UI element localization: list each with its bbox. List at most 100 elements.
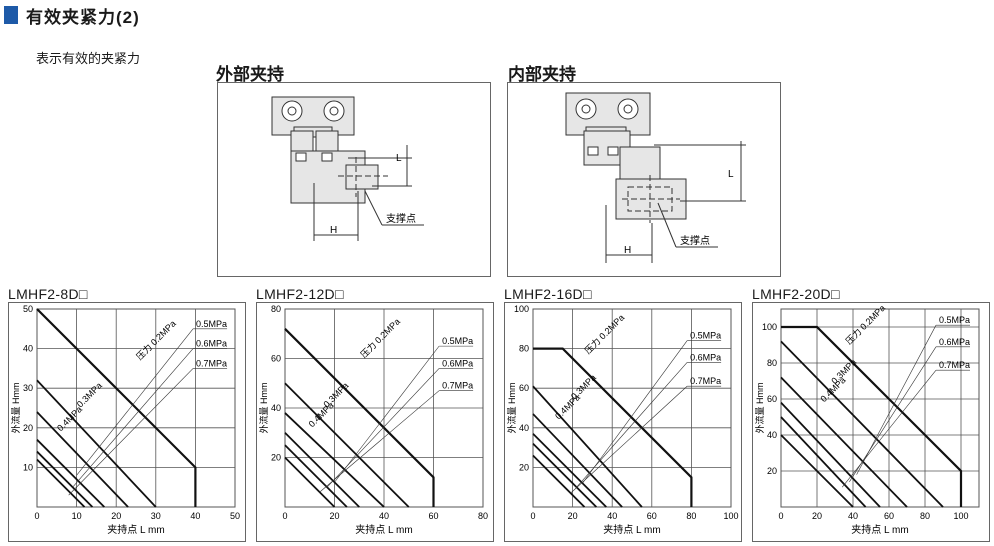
x-tick-label: 0 (778, 511, 783, 521)
x-tick-label: 100 (953, 511, 968, 521)
series-line-1 (533, 347, 693, 507)
y-tick-label: 20 (767, 466, 777, 476)
series-line-6 (532, 454, 586, 508)
callout-leader (326, 368, 440, 488)
y-axis-label: 外流量 Hmm (258, 383, 269, 434)
series-line-4 (284, 432, 360, 508)
y-tick-label: 20 (271, 453, 281, 463)
callout-label: 0.6MPa (196, 339, 227, 349)
callout-leader (319, 390, 440, 493)
plot-frame (36, 308, 236, 508)
y-tick-label: 40 (519, 423, 529, 433)
series-label: 压力 0.2MPa (582, 312, 626, 356)
x-tick-label: 60 (647, 511, 657, 521)
x-tick-label: 100 (723, 511, 738, 521)
x-tick-label: 20 (812, 511, 822, 521)
series-line-2 (532, 385, 643, 508)
y-axis-label: 外流量 Hmm (10, 383, 21, 434)
page-title: 有效夹紧力(2) (26, 7, 140, 27)
y-tick-label: 60 (271, 354, 281, 364)
y-tick-label: 80 (519, 344, 529, 354)
series-line-4 (36, 439, 105, 508)
series-label: 0.3MPa (75, 380, 104, 409)
series-line-3 (780, 376, 908, 508)
y-tick-label: 40 (271, 403, 281, 413)
callout-leader (849, 346, 937, 482)
series-line-3 (36, 411, 129, 508)
x-tick-label: 40 (190, 511, 200, 521)
series-line-2 (780, 340, 944, 508)
diagram-internal-label-support: 支撑点 (680, 234, 710, 247)
x-tick-label: 20 (568, 511, 578, 521)
series-label: 压力 0.2MPa (358, 316, 402, 360)
series-line-1 (36, 308, 197, 507)
y-tick-label: 60 (519, 383, 529, 393)
x-tick-label: 20 (329, 511, 339, 521)
chart-title-8d: LMHF2-8D□ (8, 286, 88, 302)
series-line-2 (36, 379, 157, 508)
plot-frame (532, 308, 732, 508)
series-line-3 (284, 412, 385, 508)
series-line-2 (284, 382, 410, 508)
y-tick-label: 80 (767, 358, 777, 368)
y-tick-label: 100 (762, 322, 777, 332)
page-subtitle: 表示有效的夹紧力 (36, 51, 141, 66)
y-tick-label: 80 (271, 304, 281, 314)
y-tick-label: 100 (514, 304, 529, 314)
series-line-5 (780, 416, 867, 508)
series-label: 压力 0.2MPa (843, 303, 887, 346)
diagram-external-label-h: H (330, 225, 337, 236)
series-line-3 (532, 413, 623, 508)
y-tick-label: 20 (23, 423, 33, 433)
diagram-internal-drawing: L H 支撑点 (565, 92, 746, 263)
chart-title-20d: LMHF2-20D□ (752, 286, 840, 302)
diagram-title-external: 外部夹持 (216, 65, 284, 84)
y-tick-label: 40 (23, 344, 33, 354)
series-label: 0.4MPa (55, 404, 84, 433)
y-axis-label: 外流量 Hmm (754, 383, 765, 434)
x-tick-label: 50 (230, 511, 240, 521)
x-tick-label: 60 (884, 511, 894, 521)
y-tick-label: 20 (519, 462, 529, 472)
series-line-6 (36, 458, 86, 508)
x-tick-label: 0 (282, 511, 287, 521)
y-axis-label: 外流量 Hmm (506, 383, 517, 434)
series-line-4 (532, 433, 607, 508)
callout-label: 0.5MPa (442, 336, 473, 346)
x-axis-label: 夹持点 L mm (603, 523, 660, 536)
x-tick-label: 0 (34, 511, 39, 521)
callout-label: 0.5MPa (690, 331, 721, 341)
callout-label: 0.6MPa (690, 352, 721, 362)
series-label: 0.4MPa (553, 392, 582, 421)
series-line-5 (36, 450, 94, 508)
series-line-5 (284, 444, 348, 508)
callout-label: 0.5MPa (196, 319, 227, 329)
callout-label: 0.7MPa (442, 381, 473, 391)
x-axis-label: 夹持点 L mm (107, 523, 164, 536)
series-line-6 (780, 434, 854, 508)
callout-label: 0.7MPa (196, 358, 227, 368)
diagram-external-label-l: L (396, 153, 402, 164)
series-line-6 (284, 456, 336, 508)
x-tick-label: 40 (607, 511, 617, 521)
diagram-internal-label-l: L (728, 169, 734, 180)
callout-leader (72, 348, 194, 488)
diagram-external-drawing: L H 支撑点 (271, 96, 424, 241)
diagram-external: L H 支撑点 (217, 82, 491, 277)
callout-leader (334, 345, 440, 483)
chart-title-12d: LMHF2-12D□ (256, 286, 344, 302)
callout-leader (582, 340, 688, 484)
callout-leader (841, 370, 937, 488)
title-marker (4, 6, 18, 24)
callout-leader (570, 385, 688, 494)
diagram-external-label-support: 支撑点 (386, 212, 416, 225)
callout-label: 0.5MPa (939, 315, 970, 325)
diagram-internal: L H 支撑点 (507, 82, 781, 277)
x-tick-label: 80 (686, 511, 696, 521)
x-tick-label: 20 (111, 511, 121, 521)
x-axis-label: 夹持点 L mm (851, 523, 908, 536)
